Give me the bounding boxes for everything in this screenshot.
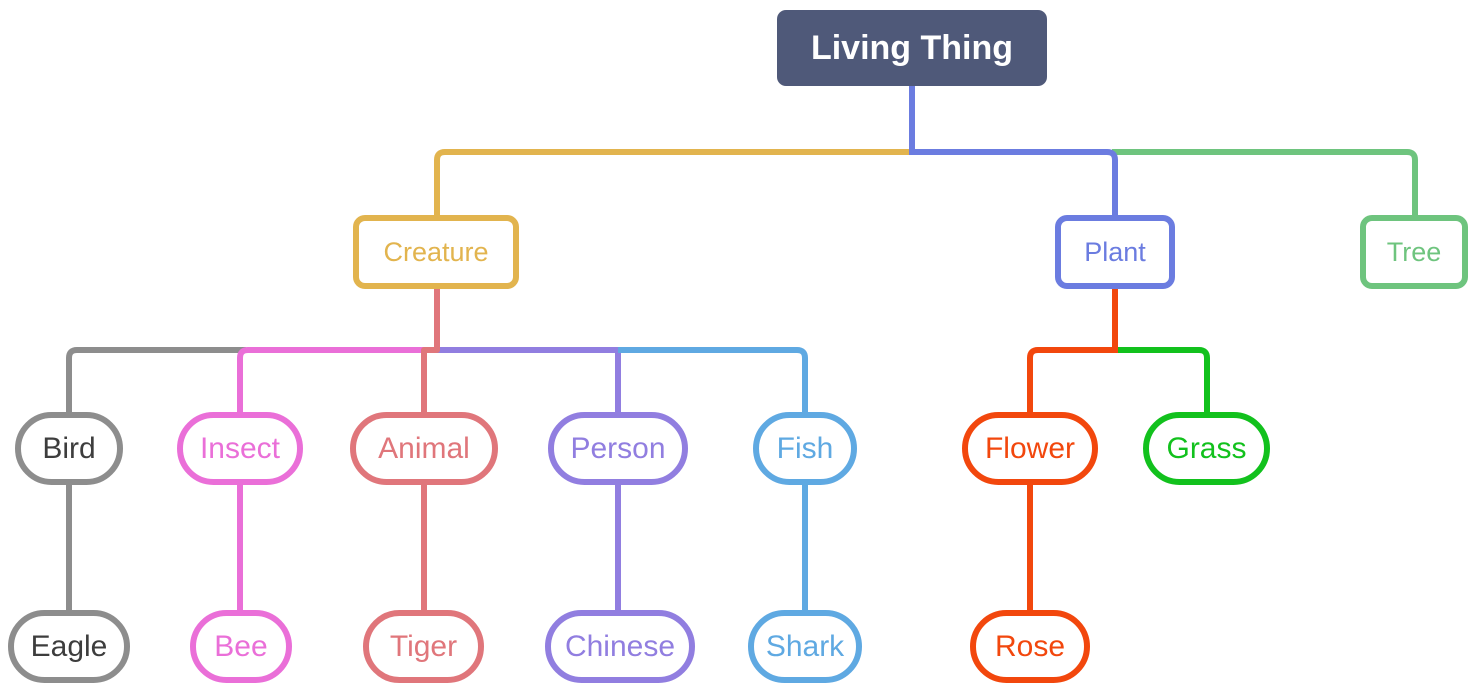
node-eagle[interactable]: Eagle: [8, 610, 130, 683]
node-bird-label: Bird: [42, 431, 96, 465]
node-chinese-label: Chinese: [564, 629, 676, 663]
node-plant[interactable]: Plant: [1055, 215, 1175, 289]
node-grass[interactable]: Grass: [1143, 412, 1270, 485]
connector-creature-animal: [421, 289, 440, 610]
node-bird[interactable]: Bird: [15, 412, 123, 485]
node-chinese[interactable]: Chinese: [545, 610, 695, 683]
node-tree[interactable]: Tree: [1360, 215, 1468, 289]
connector-creature-person: [435, 347, 621, 610]
node-living-thing-label: Living Thing: [810, 28, 1014, 67]
node-grass-label: Grass: [1166, 431, 1247, 465]
node-shark-label: Shark: [765, 629, 845, 663]
connector-plant-flower: [1027, 289, 1118, 610]
connector-root-plant: [909, 83, 1118, 215]
node-rose[interactable]: Rose: [970, 610, 1090, 683]
node-fish[interactable]: Fish: [753, 412, 857, 485]
node-tiger-label: Tiger: [389, 629, 458, 663]
connector-creature-bird: [66, 347, 246, 610]
node-creature-label: Creature: [383, 236, 489, 267]
node-insect[interactable]: Insect: [177, 412, 303, 485]
node-shark[interactable]: Shark: [748, 610, 862, 683]
node-tree-label: Tree: [1386, 236, 1442, 267]
node-insect-label: Insect: [199, 431, 281, 465]
node-person-label: Person: [570, 431, 666, 465]
node-tiger[interactable]: Tiger: [363, 610, 484, 683]
node-flower-label: Flower: [984, 431, 1075, 465]
node-bee-label: Bee: [214, 629, 268, 663]
node-living-thing[interactable]: Living Thing: [777, 10, 1047, 86]
node-person[interactable]: Person: [548, 412, 688, 485]
connector-creature-fish: [618, 347, 808, 610]
connector-root-creature: [434, 149, 912, 215]
node-rose-label: Rose: [994, 629, 1066, 663]
connector-plant-grass: [1112, 347, 1210, 412]
node-creature[interactable]: Creature: [353, 215, 519, 289]
node-bee[interactable]: Bee: [190, 610, 292, 683]
node-animal-label: Animal: [378, 431, 470, 465]
connector-creature-insect: [237, 347, 432, 610]
node-flower[interactable]: Flower: [962, 412, 1098, 485]
node-plant-label: Plant: [1084, 236, 1146, 267]
connector-root-tree: [1112, 149, 1418, 215]
node-eagle-label: Eagle: [30, 629, 108, 663]
node-fish-label: Fish: [776, 431, 834, 465]
node-animal[interactable]: Animal: [350, 412, 498, 485]
